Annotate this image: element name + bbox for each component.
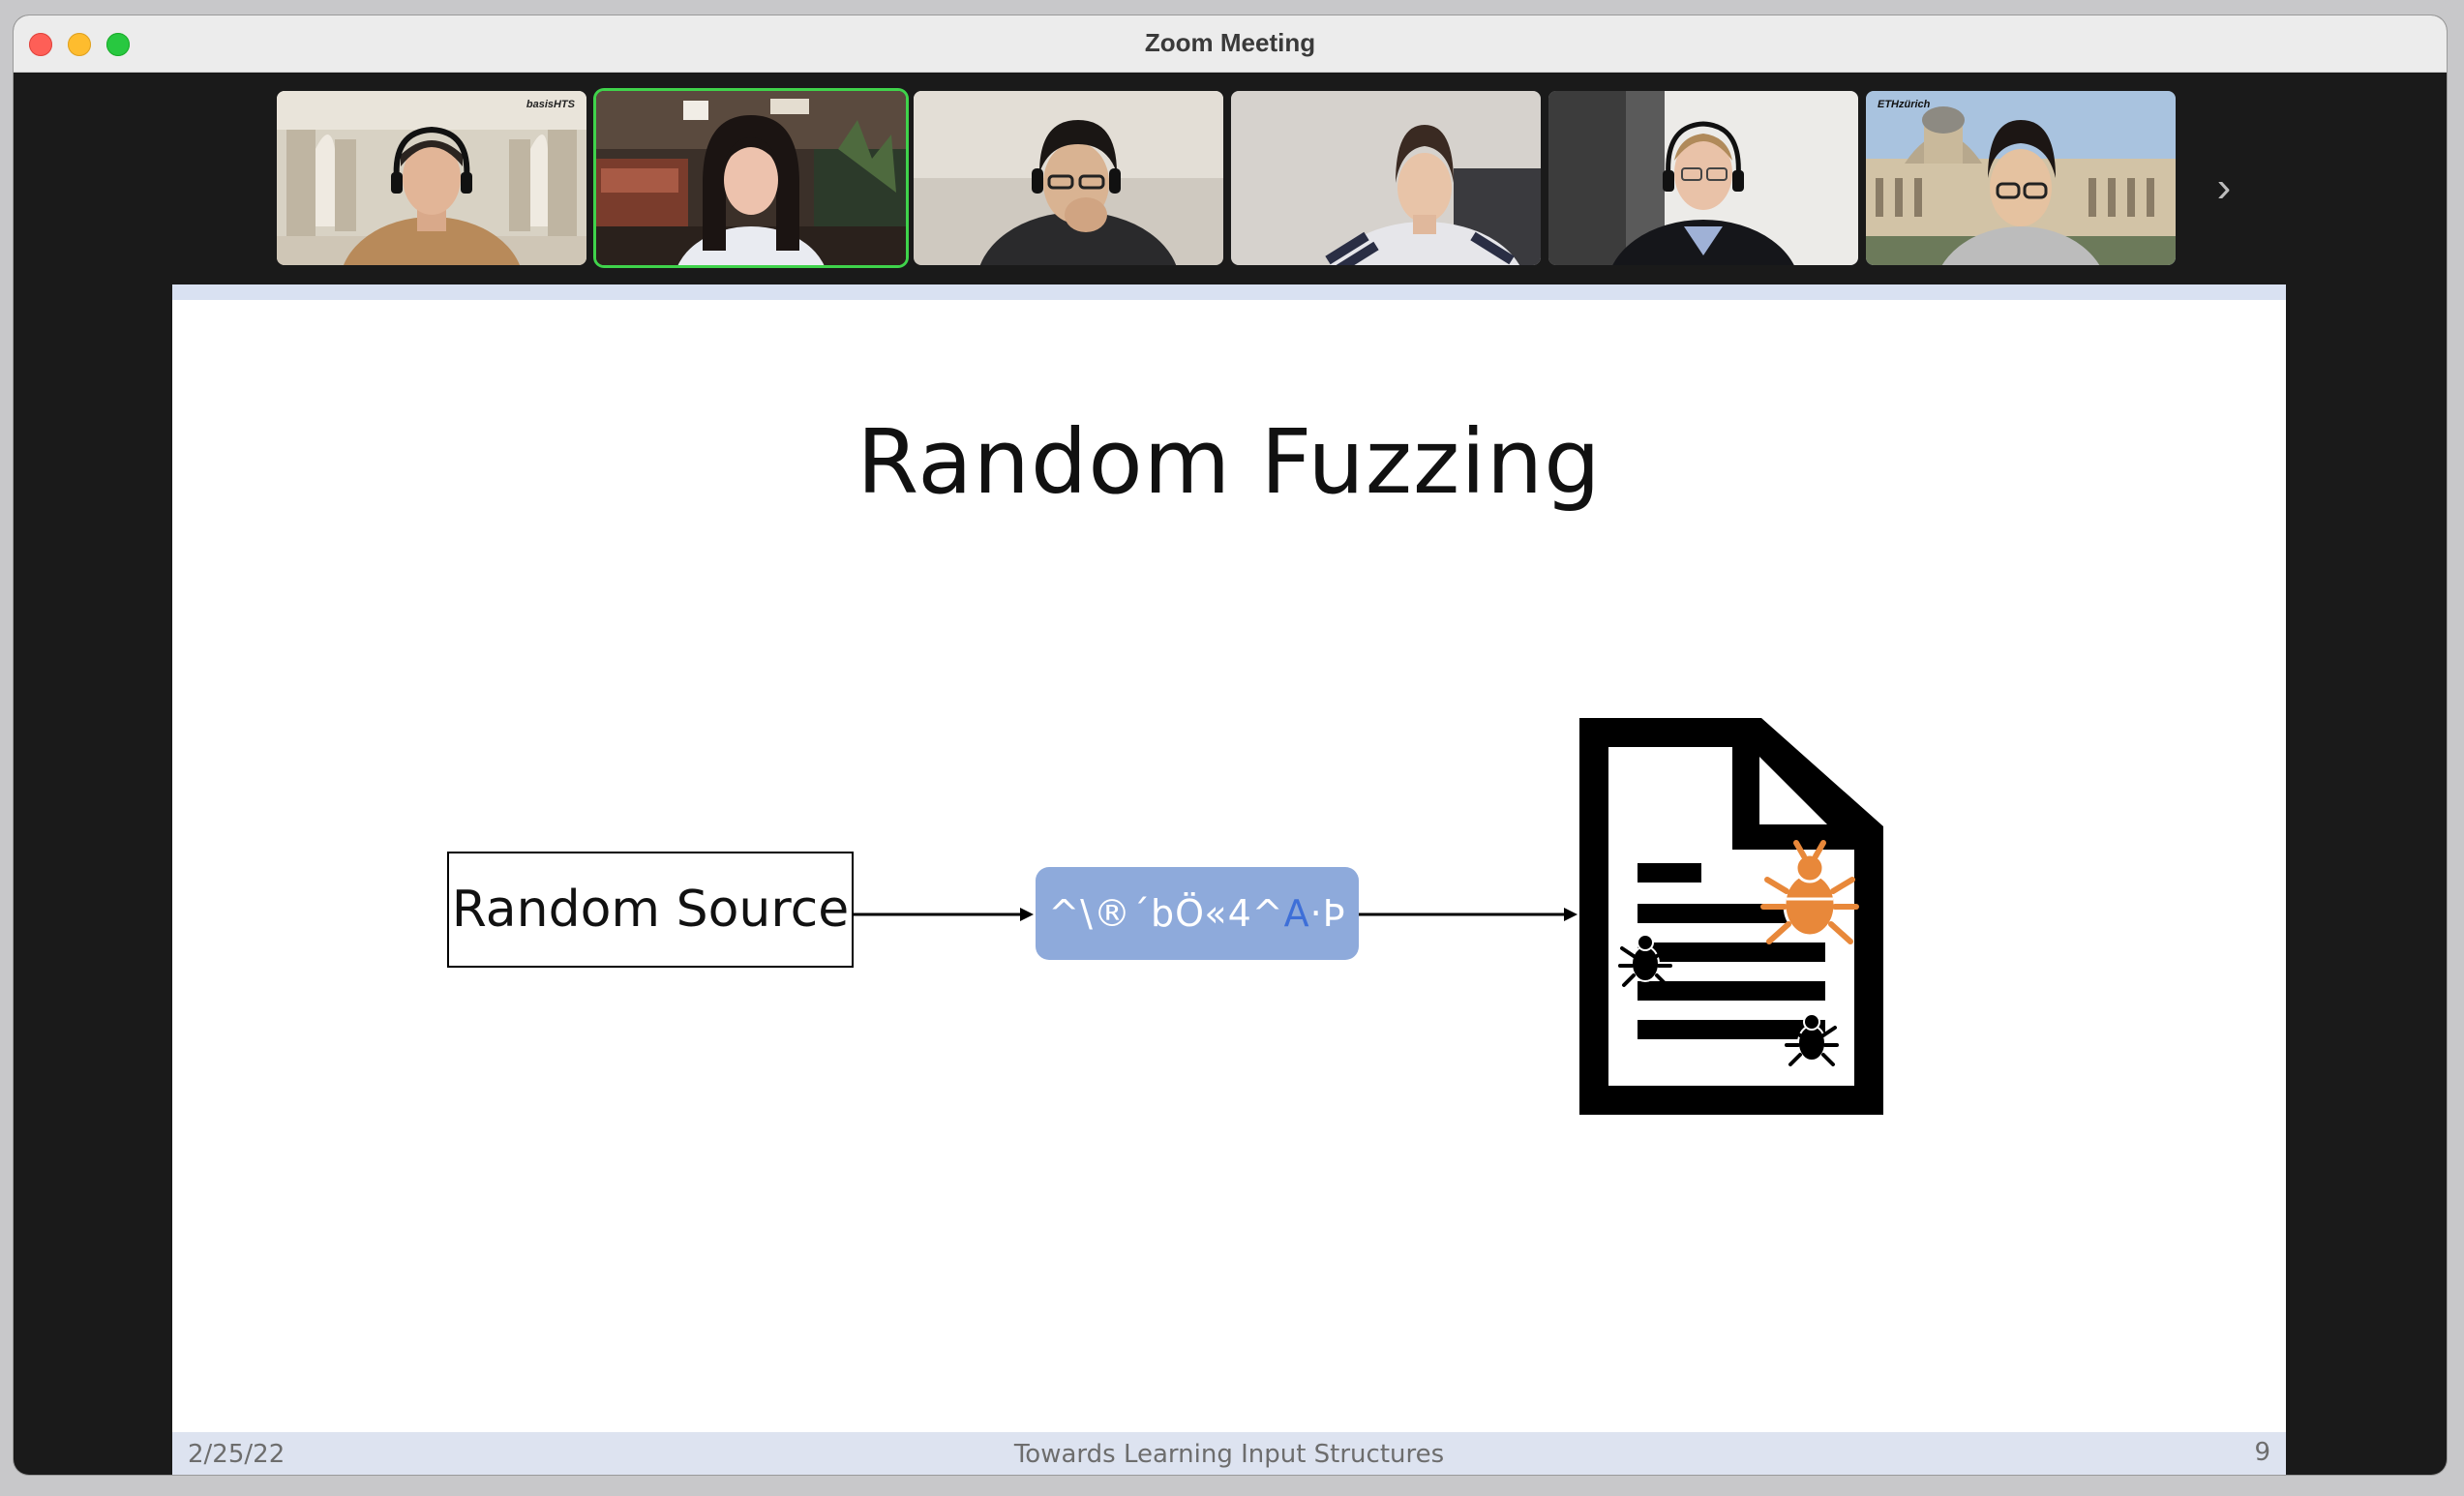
participant-video-tile[interactable] [1548, 91, 1858, 265]
random-string-part: ·Þ [1309, 892, 1346, 935]
arrow-to-document [1359, 908, 1578, 921]
participant-video-tile-active-speaker[interactable] [596, 91, 906, 265]
participant-video [1548, 91, 1858, 265]
bug-icon [1785, 1013, 1839, 1066]
participant-video [596, 91, 906, 265]
participant-video-tile[interactable] [1231, 91, 1541, 265]
participant-video [1231, 91, 1541, 265]
background-logo: ETHzürich [1878, 99, 1931, 110]
participant-video-tile[interactable] [914, 91, 1223, 265]
random-source-box: Random Source [447, 852, 854, 968]
maximize-window-button[interactable] [106, 33, 130, 56]
zoom-window: Zoom Meeting [14, 15, 2447, 1475]
shared-slide: Random Fuzzing Random Source ^\®´bÖ«4^A·… [172, 284, 2286, 1475]
slide-date: 2/25/22 [188, 1440, 285, 1469]
arrow-to-random-string [854, 908, 1034, 921]
participant-video-tile[interactable]: ETHzürich [1866, 91, 2176, 265]
title-bar[interactable]: Zoom Meeting [14, 15, 2447, 73]
random-string-part: ^\®´bÖ«4^ [1048, 892, 1284, 935]
slide-top-band [172, 284, 2286, 300]
random-string-part-highlight: A [1283, 892, 1310, 935]
slide-footer-title: Towards Learning Input Structures [1013, 1440, 1445, 1469]
participant-video [1866, 91, 2176, 265]
random-source-label: Random Source [451, 881, 850, 939]
slide-page-number: 9 [2254, 1438, 2270, 1467]
participant-video-tile[interactable]: basisHTS [277, 91, 586, 265]
chevron-right-icon[interactable]: › [2216, 164, 2232, 211]
participant-video [277, 91, 586, 265]
participant-gallery: basisHTS [14, 91, 2447, 267]
random-string-box: ^\®´bÖ«4^A·Þ [1036, 867, 1359, 960]
slide-title: Random Fuzzing [856, 410, 1602, 514]
bug-icon [1618, 934, 1672, 987]
slide-footer: 2/25/22 Towards Learning Input Structure… [172, 1432, 2286, 1475]
background-logo: basisHTS [526, 99, 575, 110]
minimize-window-button[interactable] [68, 33, 91, 56]
bug-icon-highlight [1760, 840, 1859, 944]
document-with-bugs-icon [1579, 718, 1883, 1115]
participant-video [914, 91, 1223, 265]
window-title: Zoom Meeting [1144, 28, 1316, 57]
close-window-button[interactable] [29, 33, 52, 56]
